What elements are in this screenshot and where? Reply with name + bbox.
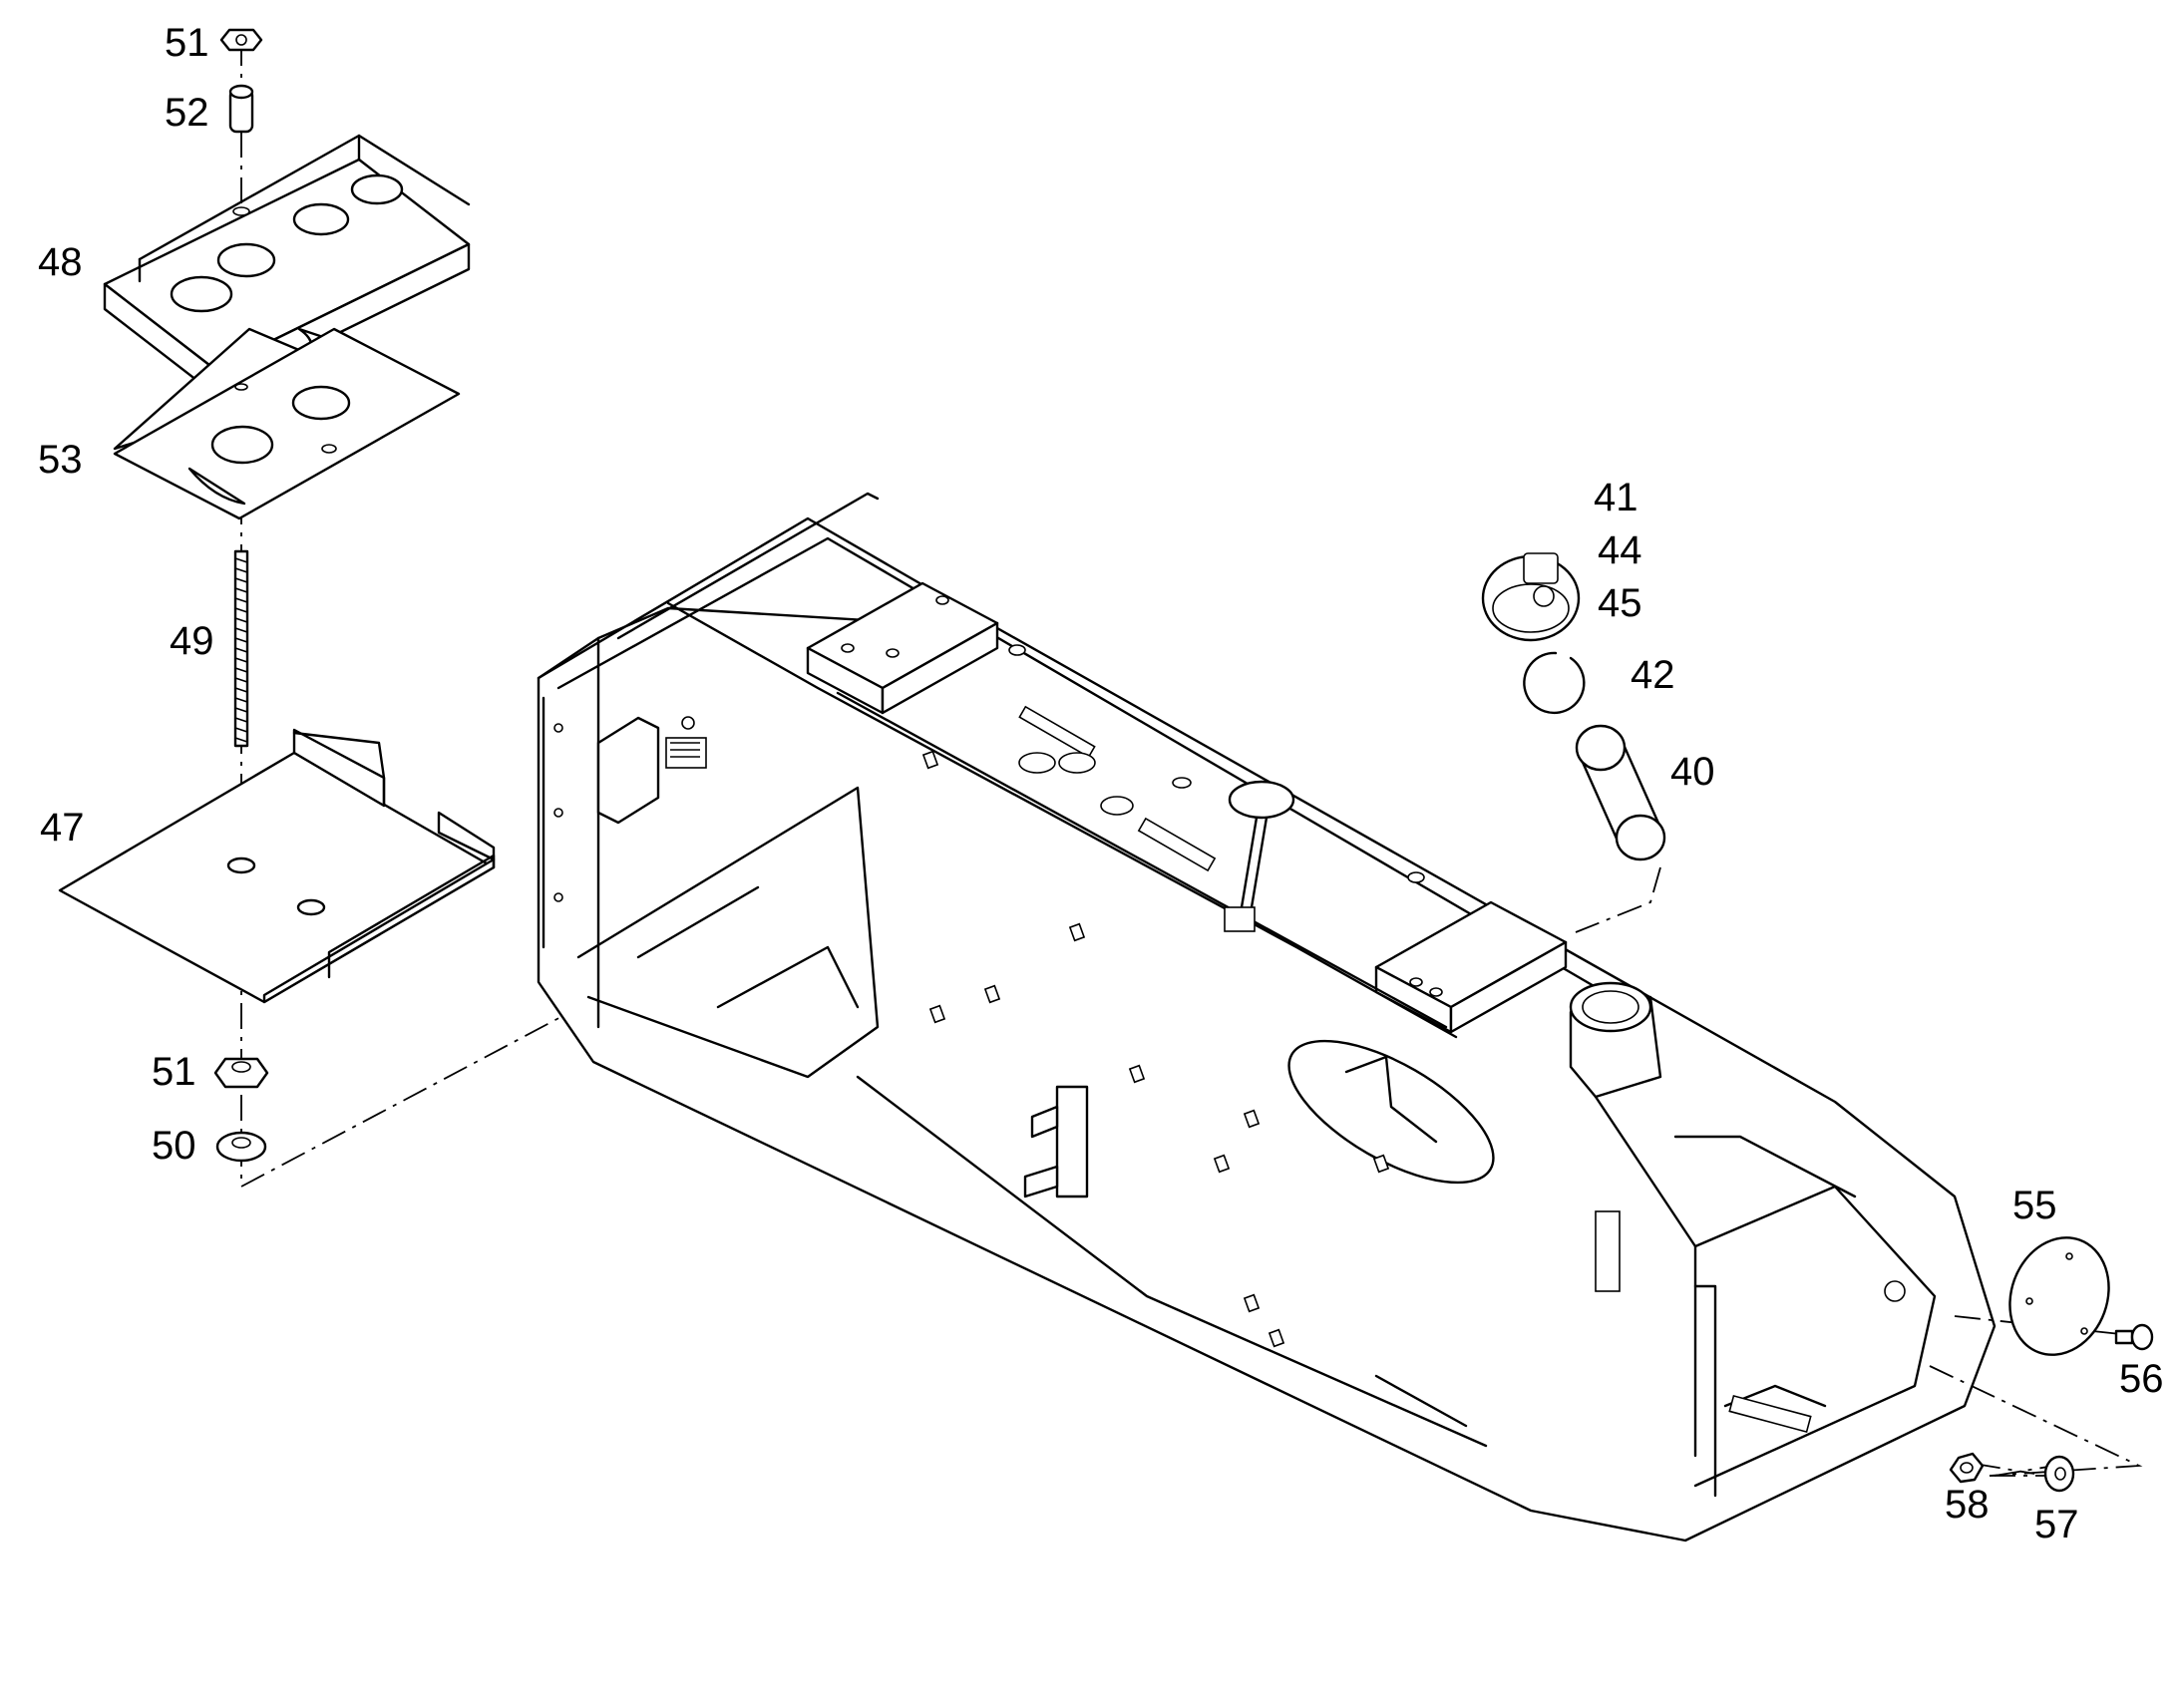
callout-57: 57 [2034,1503,2079,1546]
part-55-cover-plate [2008,1236,2110,1356]
part-51-nut-bottom [213,1057,269,1089]
cross-member-left [806,581,999,715]
callout-41: 41 [1594,476,1638,519]
callout-40: 40 [1670,750,1715,794]
part-57-washer [2043,1455,2075,1493]
part-40-sleeve [1575,724,1666,861]
callout-58: 58 [1945,1483,1990,1527]
control-box [542,696,707,949]
floor-studs [921,750,1390,1348]
filler-neck [1569,981,1662,1099]
part-58-nut [1949,1452,1985,1484]
callout-labels: 51 52 48 53 49 47 51 50 41 44 45 42 40 5… [38,21,2164,1546]
part-49-threaded-rod [233,549,249,748]
callout-52: 52 [165,91,209,135]
hydraulic-fittings [1023,1085,1089,1198]
chassis-frame [537,492,1997,1542]
part-41-cap-assembly [1481,552,1581,642]
callout-45: 45 [1598,581,1642,625]
part-50-washer [215,1131,267,1163]
left-part-stack [58,28,599,1188]
callout-49: 49 [170,619,214,663]
part-48-bracket [103,134,471,396]
callout-53: 53 [38,438,83,482]
oval-opening [1287,1039,1495,1185]
part-42-retaining-ring [1523,651,1586,715]
part-52-spacer [228,84,254,134]
callout-42: 42 [1631,653,1675,697]
callout-56: 56 [2119,1357,2164,1401]
callout-50: 50 [152,1124,196,1168]
callout-51-bottom: 51 [152,1050,196,1094]
callout-44: 44 [1598,528,1642,572]
part-47-tray [58,728,496,1004]
part-51-nut-top [219,28,263,52]
callout-47: 47 [40,806,85,850]
callout-51-top: 51 [165,21,209,65]
cross-member-right [1374,900,1568,1034]
lower-right-parts [1929,1236,2154,1493]
upper-right-parts [1481,552,1666,933]
callout-55: 55 [2012,1184,2057,1227]
sender-unit [1224,780,1295,932]
part-53-gasket [113,327,461,520]
callout-48: 48 [38,240,83,284]
part-56-screw [2114,1323,2154,1351]
